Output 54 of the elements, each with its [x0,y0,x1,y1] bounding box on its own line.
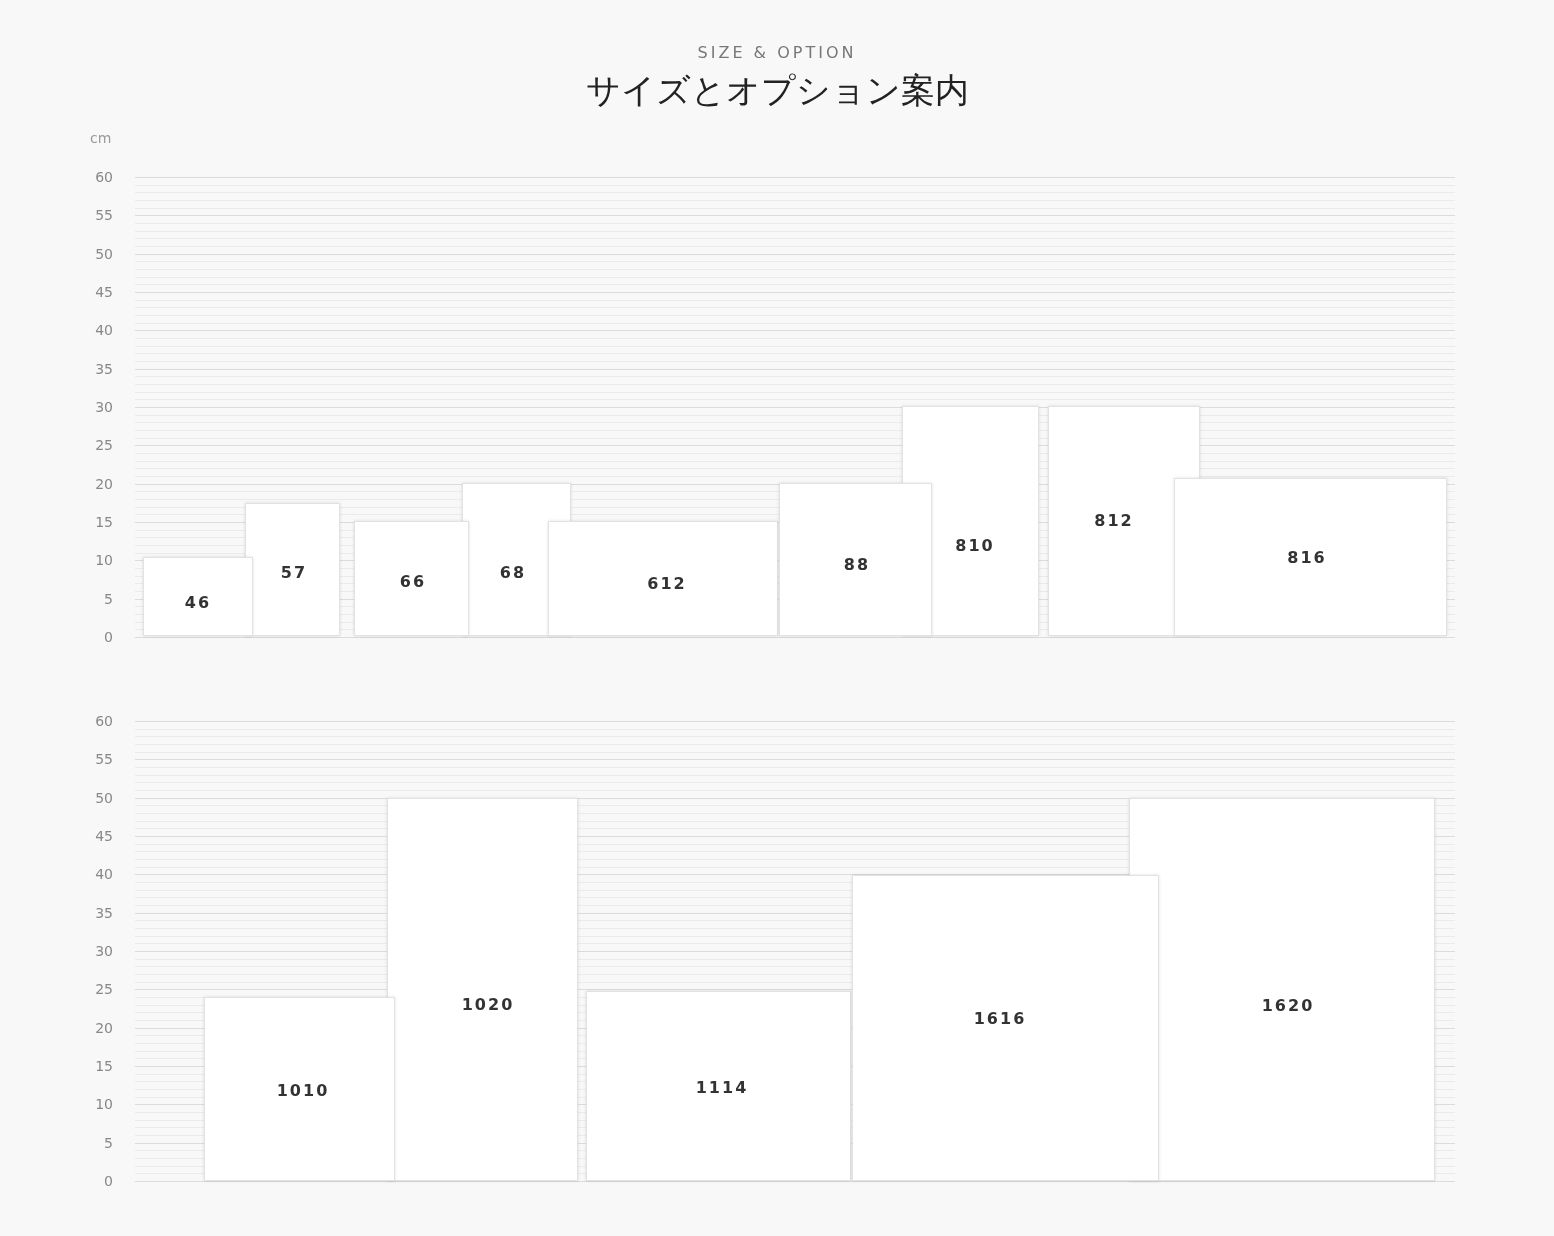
axis-tick-label: 5 [103,590,113,607]
axis-tick-label: 5 [103,1134,113,1151]
size-label: 1114 [695,1077,749,1097]
size-panel [1129,798,1435,1181]
axis-tick-label: 15 [94,513,113,530]
axis-tick-label: 15 [94,1057,113,1074]
size-label: 810 [955,535,995,555]
axis-tick-label: 10 [94,552,113,569]
size-panel [204,997,395,1181]
size-label: 57 [280,562,308,582]
size-panel [1174,478,1447,636]
axis-tick-label: 45 [94,828,113,844]
size-label: 812 [1094,510,1134,530]
size-label: 816 [1287,547,1327,567]
axis-tick-label: 60 [94,169,113,185]
size-label: 1616 [973,1008,1027,1028]
size-panel [586,991,851,1181]
unit-label: cm [90,130,112,146]
axis-tick-label: 60 [94,713,113,729]
axis-tick-label: 55 [94,207,113,224]
axis-tick-label: 20 [94,1019,113,1036]
axis-tick-label: 0 [103,1172,113,1189]
size-label: 88 [843,554,871,574]
axis-tick-label: 50 [94,245,113,262]
size-panel [387,798,578,1181]
axis-tick-label: 35 [94,904,113,921]
size-panel [779,483,932,636]
size-panel [852,875,1159,1181]
page-title: サイズとオプション案内 [584,69,970,112]
axis-tick-label: 10 [94,1096,113,1113]
axis-tick-label: 35 [94,360,113,377]
axis-tick-label: 30 [94,942,113,959]
size-label: 66 [399,571,427,591]
axis-tick-label: 25 [94,981,113,998]
axis-tick-label: 40 [94,322,113,339]
size-panel [354,521,469,636]
size-label: 1620 [1261,995,1315,1015]
size-label: 1010 [276,1080,330,1100]
axis-tick-label: 0 [103,628,113,645]
size-label: 46 [184,592,212,612]
axis-tick-label: 50 [94,789,113,806]
size-panel [143,557,253,636]
size-panel [245,503,340,636]
size-label: 612 [647,573,687,593]
axis-tick-label: 45 [94,284,113,300]
size-panel [548,521,778,636]
size-label: 1020 [461,994,515,1014]
subtitle: SIZE & OPTION [696,43,858,62]
axis-tick-label: 30 [94,398,113,415]
axis-tick-label: 55 [94,751,113,768]
axis-tick-label: 20 [94,475,113,492]
axis-tick-label: 25 [94,437,113,454]
axis-tick-label: 40 [94,866,113,883]
size-label: 68 [499,562,527,582]
